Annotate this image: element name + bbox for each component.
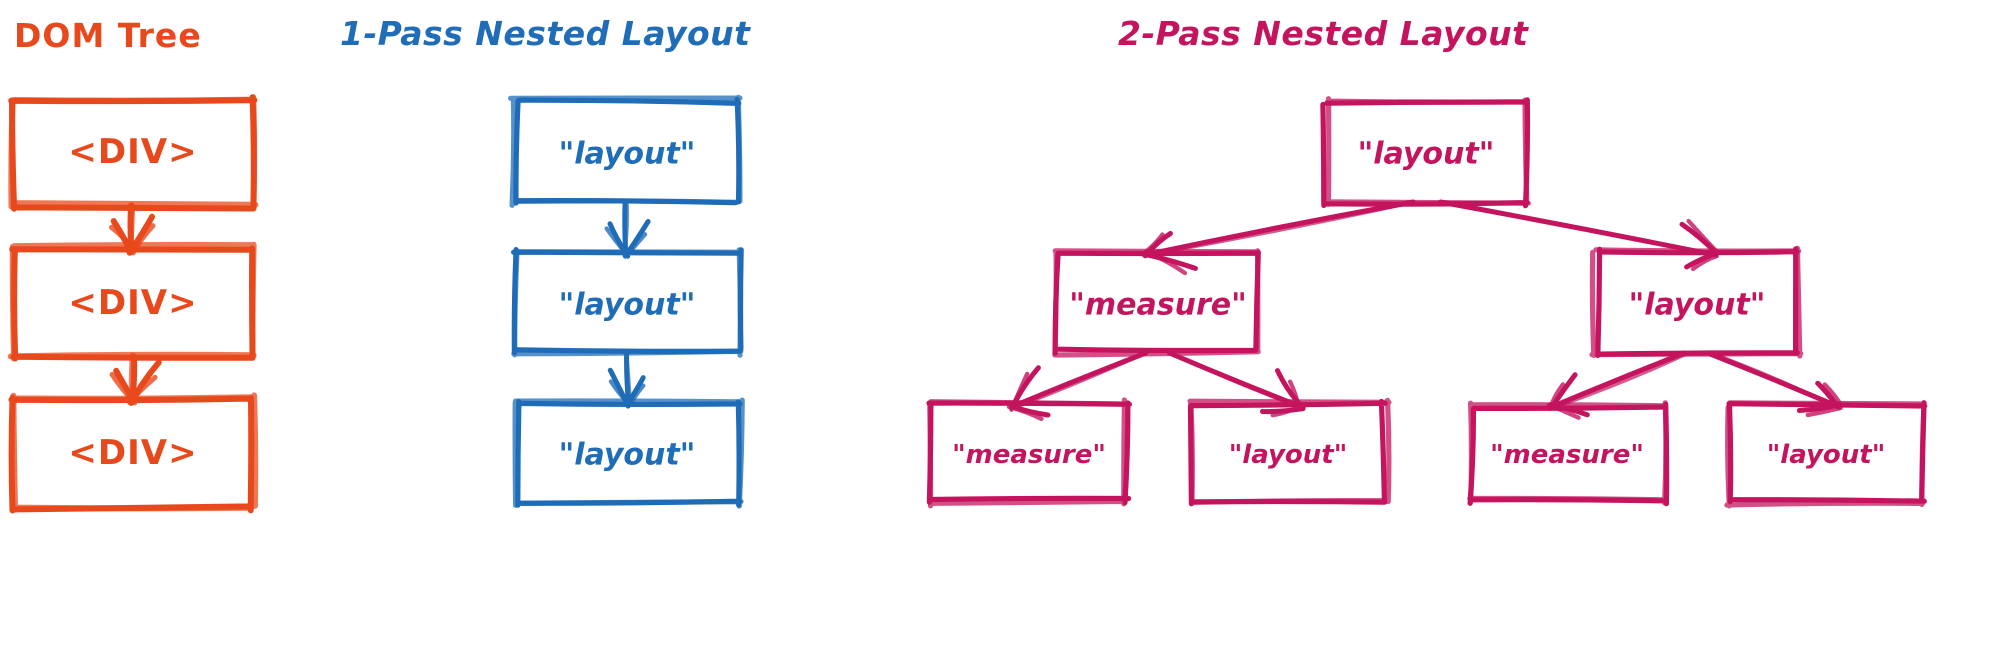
node-label-dom-2: <DIV> xyxy=(68,283,198,323)
column-title-dom-tree: DOM Tree xyxy=(14,16,202,55)
edge-c-midR-to-c-leaf3-barb xyxy=(1550,372,1578,409)
node-label-c-midL: "measure" xyxy=(1069,287,1247,323)
edge-c-root-to-c-midR-barb2 xyxy=(1686,218,1721,256)
edge-dom-2-to-dom-3-barb2 xyxy=(127,374,158,405)
edge-c-midL-to-c-leaf1-barb2 xyxy=(1006,404,1044,422)
node-box-blue-1 xyxy=(508,94,743,208)
node-label-blue-1: "layout" xyxy=(558,136,696,172)
node-label-dom-1: <DIV> xyxy=(68,132,198,172)
edge-c-root-to-c-midR-barb xyxy=(1684,251,1717,270)
edge-c-midR-to-c-leaf4-shaft2 xyxy=(1706,350,1841,410)
edge-dom-1-to-dom-2-barb xyxy=(126,213,155,256)
node-label-c-leaf3: "measure" xyxy=(1490,440,1644,470)
edge-c-midR-to-c-leaf3-shaft2 xyxy=(1550,352,1688,410)
edge-c-midL-to-c-leaf1-shaft2 xyxy=(1009,351,1147,411)
edge-dom-1-to-dom-2-barb2 xyxy=(130,223,156,256)
node-box-c-leaf2 xyxy=(1187,398,1388,507)
edge-blue-2-to-blue-3-barb xyxy=(625,375,646,406)
edge-c-root-to-c-midR-barb2 xyxy=(1690,253,1719,272)
edge-c-midR-to-c-leaf4-barb xyxy=(1815,380,1841,410)
node-label-c-leaf4: "layout" xyxy=(1766,440,1886,470)
edge-c-midR-to-c-leaf4-barb2 xyxy=(1822,382,1843,407)
node-label-c-leaf2: "layout" xyxy=(1228,440,1348,470)
node-box-dom-1 xyxy=(8,94,259,210)
node-label-dom-3: <DIV> xyxy=(68,433,198,473)
edge-blue-1-to-blue-2-barb2 xyxy=(604,226,628,256)
edge-c-root-to-c-midL-shaft2 xyxy=(1142,200,1415,258)
node-label-c-leaf1: "measure" xyxy=(952,440,1106,470)
node-box-c-leaf3 xyxy=(1467,400,1669,506)
edge-blue-1-to-blue-2-barb2 xyxy=(625,232,648,257)
node-label-c-midR: "layout" xyxy=(1628,287,1766,323)
node-label-blue-3: "layout" xyxy=(558,437,696,473)
edge-c-midL-to-c-leaf2-barb2 xyxy=(1287,379,1302,412)
node-label-c-root: "layout" xyxy=(1357,136,1495,172)
edge-c-root-to-c-midL-barb2 xyxy=(1144,250,1188,276)
edge-c-midL-to-c-leaf2-shaft2 xyxy=(1168,350,1303,410)
edge-c-midR-to-c-leaf3-barb2 xyxy=(1546,402,1581,420)
column-title-one-pass: 1-Pass Nested Layout xyxy=(340,14,751,53)
edge-c-midL-to-c-leaf2-barb xyxy=(1275,368,1306,411)
node-label-blue-2: "layout" xyxy=(558,287,696,323)
node-box-c-root xyxy=(1322,96,1531,207)
column-title-two-pass: 2-Pass Nested Layout xyxy=(1118,14,1529,53)
edge-c-root-to-c-midR-shaft2 xyxy=(1437,200,1716,257)
edge-blue-2-to-blue-3-barb2 xyxy=(628,383,646,407)
